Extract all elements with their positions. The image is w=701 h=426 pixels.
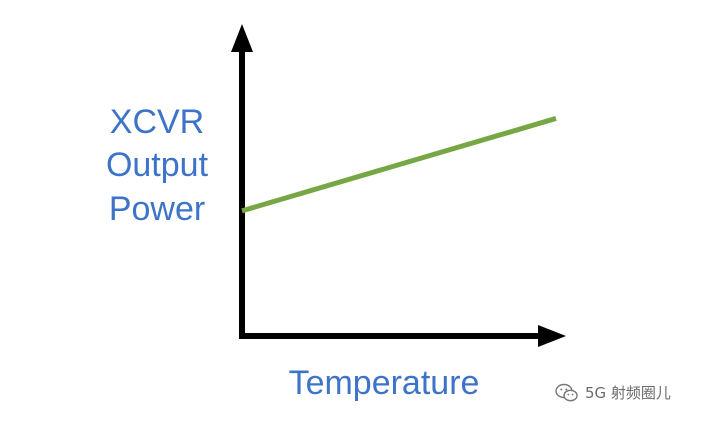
ylabel-line-3: Power bbox=[109, 190, 205, 228]
watermark-text: 5G 射频圈儿 bbox=[585, 384, 671, 402]
x-axis-arrowhead bbox=[538, 325, 566, 347]
ylabel-line-2: Output bbox=[106, 146, 209, 184]
xlabel: Temperature bbox=[289, 364, 480, 402]
y-axis-arrowhead bbox=[231, 24, 253, 52]
series-line-1 bbox=[241, 116, 557, 214]
series-layer bbox=[241, 116, 557, 214]
ylabel-line-1: XCVR bbox=[110, 103, 204, 141]
watermark: 5G 射频圈儿 bbox=[555, 382, 671, 403]
wechat-icon bbox=[555, 383, 578, 401]
